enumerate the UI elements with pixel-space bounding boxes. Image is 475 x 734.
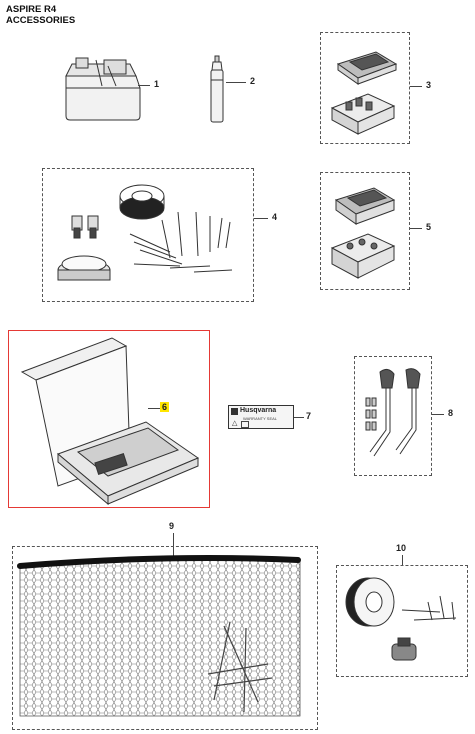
part-8-wall-hanger-drawing: [365, 368, 421, 457]
part-3-connector-box-drawing: [330, 51, 398, 135]
part-number-9[interactable]: 9: [169, 521, 175, 531]
label-line2: WARRANTY SEAL: [243, 416, 278, 421]
leader-line-3: [410, 86, 422, 87]
part-2-spray-can-drawing: [210, 55, 224, 123]
leader-line-10: [402, 555, 403, 565]
part-number-6[interactable]: 6: [160, 402, 170, 412]
title-line-2: ACCESSORIES: [6, 15, 76, 26]
part-7-label-sticker: Husqvarna WARRANTY SEAL △: [228, 405, 294, 429]
leader-line-4: [254, 218, 268, 219]
leader-line-5: [410, 228, 422, 229]
leader-line-7: [294, 417, 304, 418]
part-8-frame: [354, 356, 432, 476]
part-5-frame: [320, 172, 410, 290]
page-title: ASPIRE R4 ACCESSORIES: [6, 4, 75, 26]
part-6-gift-box-drawing: [20, 337, 200, 506]
part-10-frame: [336, 565, 468, 677]
book-icon: [241, 421, 249, 428]
label-brand: Husqvarna: [240, 407, 277, 414]
brand-logo-icon: [231, 408, 238, 415]
title-line-1: ASPIRE R4: [6, 4, 57, 15]
leader-line-2: [226, 82, 246, 83]
part-number-8[interactable]: 8: [448, 408, 454, 418]
part-9-frame: [12, 546, 318, 730]
leader-line-1: [138, 85, 150, 86]
leader-line-6: [148, 408, 160, 409]
part-1-storage-box-drawing: [65, 57, 141, 121]
warning-triangle-icon: △: [232, 420, 238, 427]
part-number-1[interactable]: 1: [154, 79, 160, 89]
part-number-7[interactable]: 7: [306, 411, 312, 421]
part-number-2[interactable]: 2: [250, 76, 256, 86]
part-4-installation-kit-drawing: [57, 184, 233, 281]
part-9-netting-drawing: [17, 555, 301, 717]
leader-line-8: [432, 414, 444, 415]
part-number-4[interactable]: 4: [272, 212, 278, 222]
part-3-frame: [320, 32, 410, 144]
part-4-frame: [42, 168, 254, 302]
part-number-3[interactable]: 3: [426, 80, 432, 90]
part-number-10[interactable]: 10: [396, 543, 407, 553]
part-5-connector-box-drawing: [330, 187, 396, 279]
part-6-frame-highlighted: [8, 330, 210, 508]
part-number-5[interactable]: 5: [426, 222, 432, 232]
part-10-wire-kit-drawing: [345, 577, 457, 661]
